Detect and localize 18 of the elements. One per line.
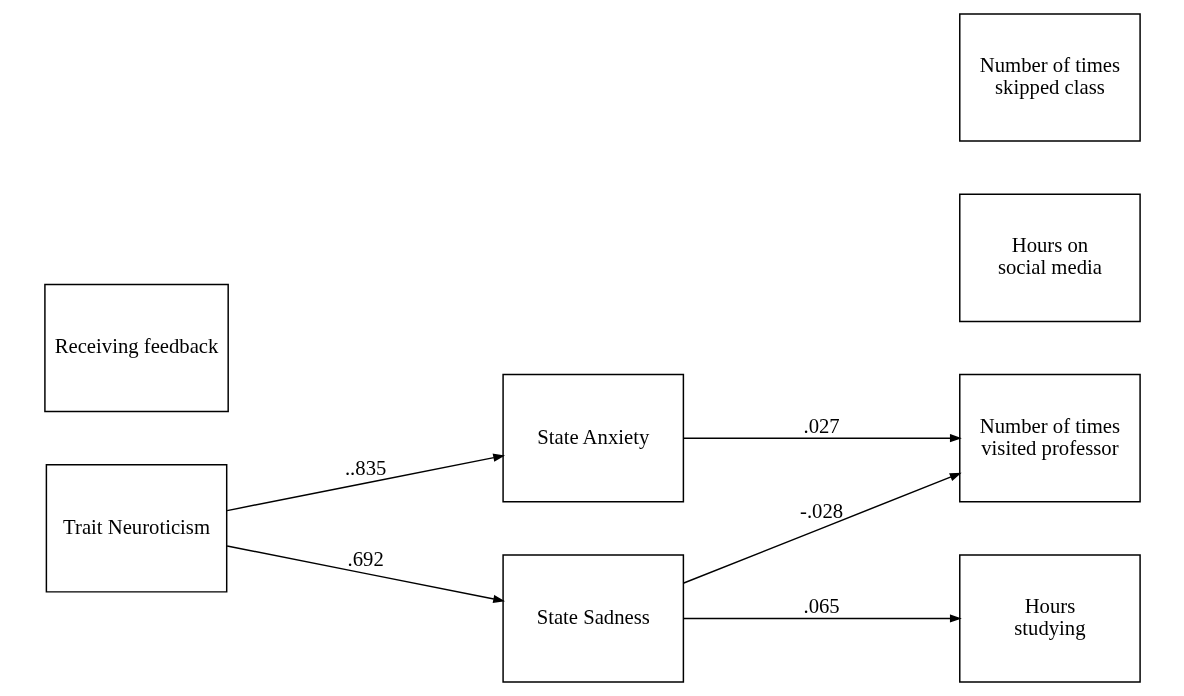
node-box: Number of times visited professor [958,373,1141,503]
edge-label: .692 [347,547,384,570]
arrow [682,472,962,584]
arrow [682,614,962,623]
edge-label: -.028 [799,500,843,523]
node-box: Trait Neuroticism [45,464,227,593]
node-box: Number of times skipped class [958,13,1141,142]
node-box: State Sadness [501,554,684,683]
node-box: Hours on social media [958,193,1141,323]
edge-label: ..835 [344,457,386,480]
node-box: State Anxiety [501,373,684,503]
node-box: Receiving feedback [43,283,229,413]
arrow [682,434,962,443]
edge-label: .027 [802,414,840,437]
edge-label: .065 [802,594,840,617]
arrow [225,545,505,603]
arrow [225,453,505,512]
node-box: Hours studying [958,554,1141,683]
